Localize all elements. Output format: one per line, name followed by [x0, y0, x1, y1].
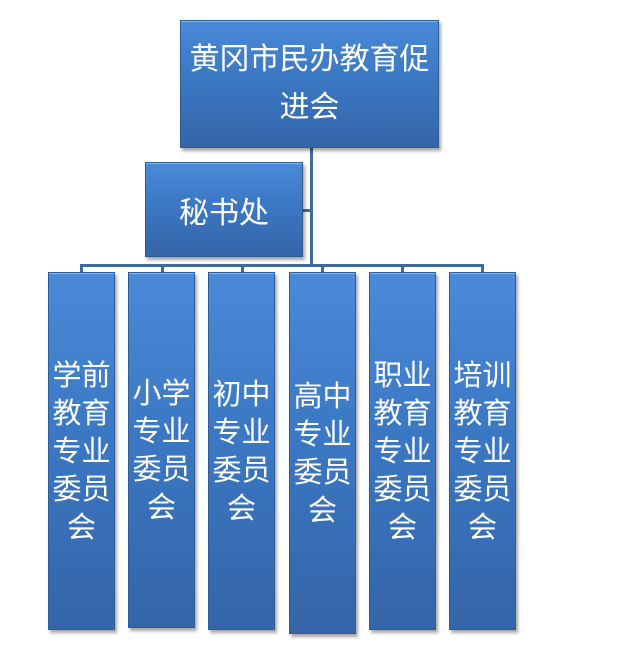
committee-label: 高中专业委员会 [293, 379, 352, 527]
connector-drop [401, 264, 404, 272]
committee-node-preschool: 学前教育专业委员会 [48, 272, 115, 630]
connector-drop [481, 264, 484, 272]
connector-horizontal-bus [80, 264, 484, 267]
connector-root-trunk [310, 148, 313, 267]
connector-drop [80, 264, 83, 272]
connector-drop [321, 264, 324, 272]
root-node: 黄冈市民办教育促进会 [180, 20, 439, 148]
connector-drop [241, 264, 244, 272]
connector-drop [161, 264, 164, 272]
committee-label: 小学专业委员会 [132, 376, 191, 524]
committee-label: 初中专业委员会 [212, 377, 271, 525]
root-node-label: 黄冈市民办教育促进会 [189, 42, 430, 125]
secretariat-node-label: 秘书处 [179, 195, 269, 231]
committee-node-primary: 小学专业委员会 [128, 272, 195, 628]
committee-node-senior-high: 高中专业委员会 [289, 272, 356, 634]
committee-label: 职业教育专业委员会 [373, 358, 432, 544]
committee-label: 培训教育专业委员会 [453, 358, 512, 544]
committee-node-junior-high: 初中专业委员会 [208, 272, 275, 630]
committee-label: 学前教育专业委员会 [52, 358, 111, 544]
connector-secretariat [303, 209, 311, 212]
committee-node-vocational: 职业教育专业委员会 [369, 272, 436, 630]
committee-node-training: 培训教育专业委员会 [449, 272, 516, 630]
secretariat-node: 秘书处 [145, 162, 303, 257]
